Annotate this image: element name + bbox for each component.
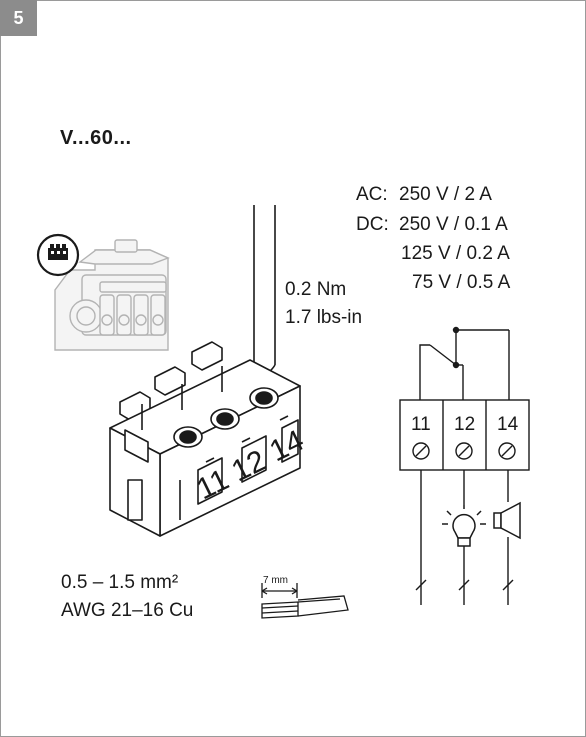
screw-slot-12	[458, 445, 470, 457]
terminal-label-12: 12	[454, 414, 475, 435]
strip-length-label: 7 mm	[263, 575, 288, 586]
terminal-block	[109, 341, 301, 537]
wire-cross-section: 0.5 – 1.5 mm²	[61, 572, 179, 593]
dc-rating-75v: 75 V / 0.5 A	[412, 272, 511, 293]
terminal-label-11: 11	[411, 414, 431, 435]
terminal-label-14: 14	[497, 414, 519, 435]
wire-awg: AWG 21–16 Cu	[61, 600, 194, 621]
dc-label: DC:	[356, 214, 389, 235]
screwdriver-icon	[253, 205, 276, 375]
ac-rating: 250 V / 2 A	[399, 184, 492, 205]
connector-callout	[36, 233, 80, 277]
lamp-icon	[442, 505, 486, 547]
torque-nm: 0.2 Nm	[285, 279, 347, 300]
device-thumbnail	[54, 239, 170, 351]
torque-lbs: 1.7 lbs-in	[285, 307, 363, 328]
screw-slot-14	[501, 445, 513, 457]
model-title: V...60...	[60, 127, 132, 149]
stripped-wire	[261, 583, 349, 619]
screw-slot-11	[415, 445, 427, 457]
output-lines	[415, 470, 514, 605]
dc-rating-250v: 250 V / 0.1 A	[399, 214, 508, 235]
ac-label: AC:	[356, 184, 388, 205]
step-badge: 5	[0, 0, 37, 36]
dc-rating-125v: 125 V / 0.2 A	[401, 243, 510, 264]
terminal-screws	[412, 442, 516, 460]
horn-icon	[493, 501, 521, 540]
